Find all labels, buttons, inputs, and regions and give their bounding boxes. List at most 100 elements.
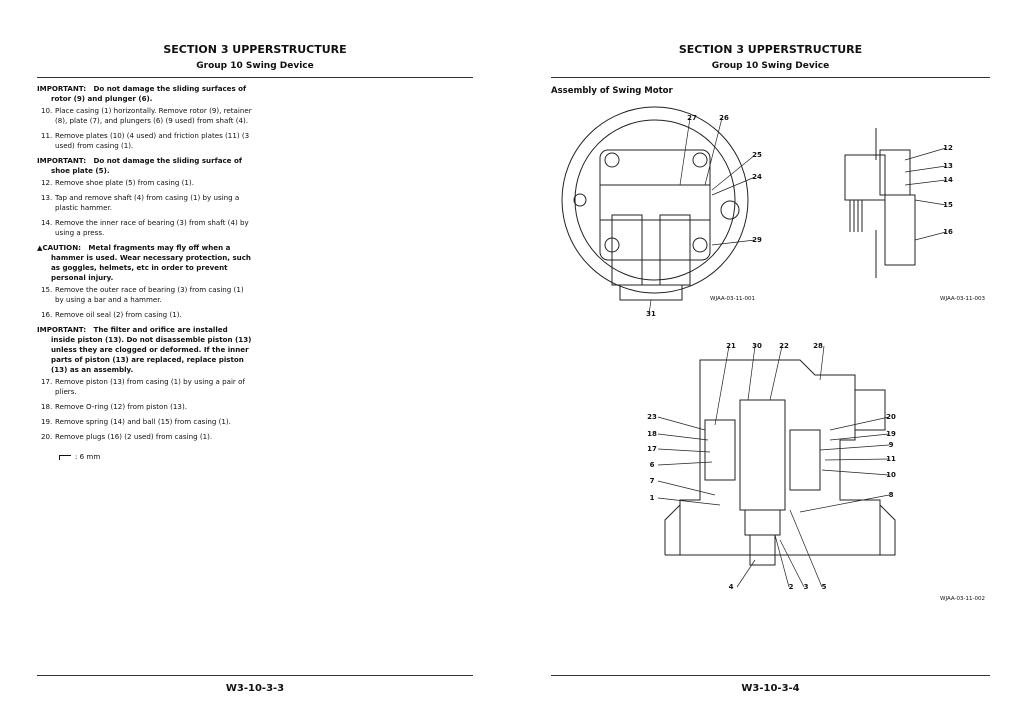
- footer-divider: [37, 675, 473, 676]
- part-callout: 14: [943, 176, 953, 184]
- note-text: Do not damage the sliding surface of sho…: [51, 156, 242, 175]
- figure-front-view: [561, 106, 749, 301]
- part-callout: 31: [646, 310, 656, 318]
- warning-triangle-icon: ▲: [37, 243, 43, 252]
- step-text: Remove the outer race of bearing (3) fro…: [55, 285, 244, 304]
- right-page: SECTION 3 UPPERSTRUCTURE Group 10 Swing …: [551, 0, 990, 727]
- part-callout: 21: [726, 342, 736, 350]
- step-number: 17.: [41, 377, 53, 386]
- leader-line: [914, 231, 947, 241]
- leader-line: [904, 147, 947, 161]
- part-callout: 16: [943, 228, 953, 236]
- caution-note: ▲CAUTION: Metal fragments may fly off wh…: [37, 243, 252, 283]
- leader-line: [657, 433, 709, 441]
- step-number: 14.: [41, 218, 53, 227]
- part-callout: 28: [813, 342, 823, 350]
- part-callout: 29: [752, 236, 762, 244]
- header-divider: [551, 77, 990, 78]
- leader-line: [657, 461, 713, 466]
- part-callout: 3: [804, 583, 809, 591]
- hex-wrench-icon: [59, 454, 71, 460]
- part-callout: 12: [943, 144, 953, 152]
- figure-heading: Assembly of Swing Motor: [551, 86, 673, 96]
- note-label: IMPORTANT:: [37, 325, 87, 334]
- step-text: Remove shoe plate (5) from casing (1).: [55, 178, 194, 187]
- group-title: Group 10 Swing Device: [196, 61, 314, 71]
- part-callout: 23: [647, 413, 657, 421]
- important-note: IMPORTANT: The filter and orifice are in…: [37, 325, 252, 375]
- leader-line: [904, 165, 947, 173]
- part-callout: 9: [889, 441, 894, 449]
- leader-line: [829, 433, 890, 441]
- leader-line: [657, 416, 706, 431]
- step-number: 13.: [41, 193, 53, 202]
- part-callout: 30: [752, 342, 762, 350]
- leader-line: [711, 176, 756, 196]
- step-number: 10.: [41, 106, 53, 115]
- procedure-step: 14.Remove the inner race of bearing (3) …: [41, 218, 252, 238]
- note-label: IMPORTANT:: [37, 84, 87, 93]
- left-page: SECTION 3 UPPERSTRUCTURE Group 10 Swing …: [37, 0, 473, 727]
- part-callout: 1: [650, 494, 655, 502]
- procedure-step: 12.Remove shoe plate (5) from casing (1)…: [41, 178, 252, 188]
- leader-line: [657, 480, 716, 496]
- figure-caption: WJAA-03-11-003: [940, 296, 985, 302]
- leader-line: [736, 559, 756, 588]
- step-number: 16.: [41, 310, 53, 319]
- step-number: 19.: [41, 417, 53, 426]
- procedure-step: 15.Remove the outer race of bearing (3) …: [41, 285, 252, 305]
- procedure-step: 10.Place casing (1) horizontally. Remove…: [41, 106, 252, 126]
- leader-line: [648, 299, 652, 315]
- figure-caption: WJAA-03-11-002: [940, 596, 985, 602]
- step-text: Remove the inner race of bearing (3) fro…: [55, 218, 249, 237]
- part-callout: 22: [779, 342, 789, 350]
- note-text: The filter and orifice are installed ins…: [51, 325, 252, 374]
- step-text: Place casing (1) horizontally. Remove ro…: [55, 106, 252, 125]
- figure-side-view: [844, 128, 916, 278]
- step-text: Remove oil seal (2) from casing (1).: [55, 310, 182, 319]
- part-callout: 27: [687, 114, 697, 122]
- leader-line: [829, 416, 890, 431]
- note-label: CAUTION:: [42, 243, 81, 252]
- leader-line: [747, 345, 756, 401]
- step-text: Remove O-ring (12) from piston (13).: [55, 402, 187, 411]
- tool-note: : 6 mm: [59, 452, 252, 462]
- leader-line: [904, 179, 947, 186]
- leader-line: [711, 154, 756, 191]
- leader-line: [914, 199, 947, 206]
- procedure-step: 11.Remove plates (10) (4 used) and frict…: [41, 131, 252, 151]
- step-number: 15.: [41, 285, 53, 294]
- step-number: 11.: [41, 131, 53, 140]
- procedure-step: 13.Tap and remove shaft (4) from casing …: [41, 193, 252, 213]
- note-text: Metal fragments may fly off when a hamme…: [51, 243, 251, 282]
- leader-line: [714, 345, 730, 426]
- part-callout: 24: [752, 173, 762, 181]
- leader-line: [789, 509, 823, 588]
- leader-line: [824, 458, 890, 461]
- part-callout: 5: [822, 583, 827, 591]
- leader-line: [821, 469, 890, 476]
- leader-line: [679, 117, 691, 186]
- leader-line: [819, 444, 890, 451]
- leader-line: [657, 448, 711, 453]
- leader-line: [769, 345, 783, 401]
- page-number: W3-10-3-4: [741, 683, 800, 694]
- group-title: Group 10 Swing Device: [711, 61, 830, 71]
- part-callout: 2: [789, 583, 794, 591]
- part-callout: 17: [647, 445, 657, 453]
- figure-section-view: [664, 359, 896, 566]
- leader-line: [704, 117, 723, 186]
- important-note: IMPORTANT: Do not damage the sliding sur…: [37, 156, 252, 176]
- step-text: Remove plugs (16) (2 used) from casing (…: [55, 432, 213, 441]
- leader-line: [657, 497, 721, 506]
- important-note: IMPORTANT: Do not damage the sliding sur…: [37, 84, 252, 104]
- part-callout: 11: [886, 455, 896, 463]
- part-callout: 4: [729, 583, 734, 591]
- leader-line: [799, 494, 890, 513]
- part-callout: 18: [647, 430, 657, 438]
- procedure-step: 20.Remove plugs (16) (2 used) from casin…: [41, 432, 252, 442]
- section-title: SECTION 3 UPPERSTRUCTURE: [678, 43, 863, 56]
- part-callout: 19: [886, 430, 896, 438]
- note-text: Do not damage the sliding surfaces of ro…: [51, 84, 247, 103]
